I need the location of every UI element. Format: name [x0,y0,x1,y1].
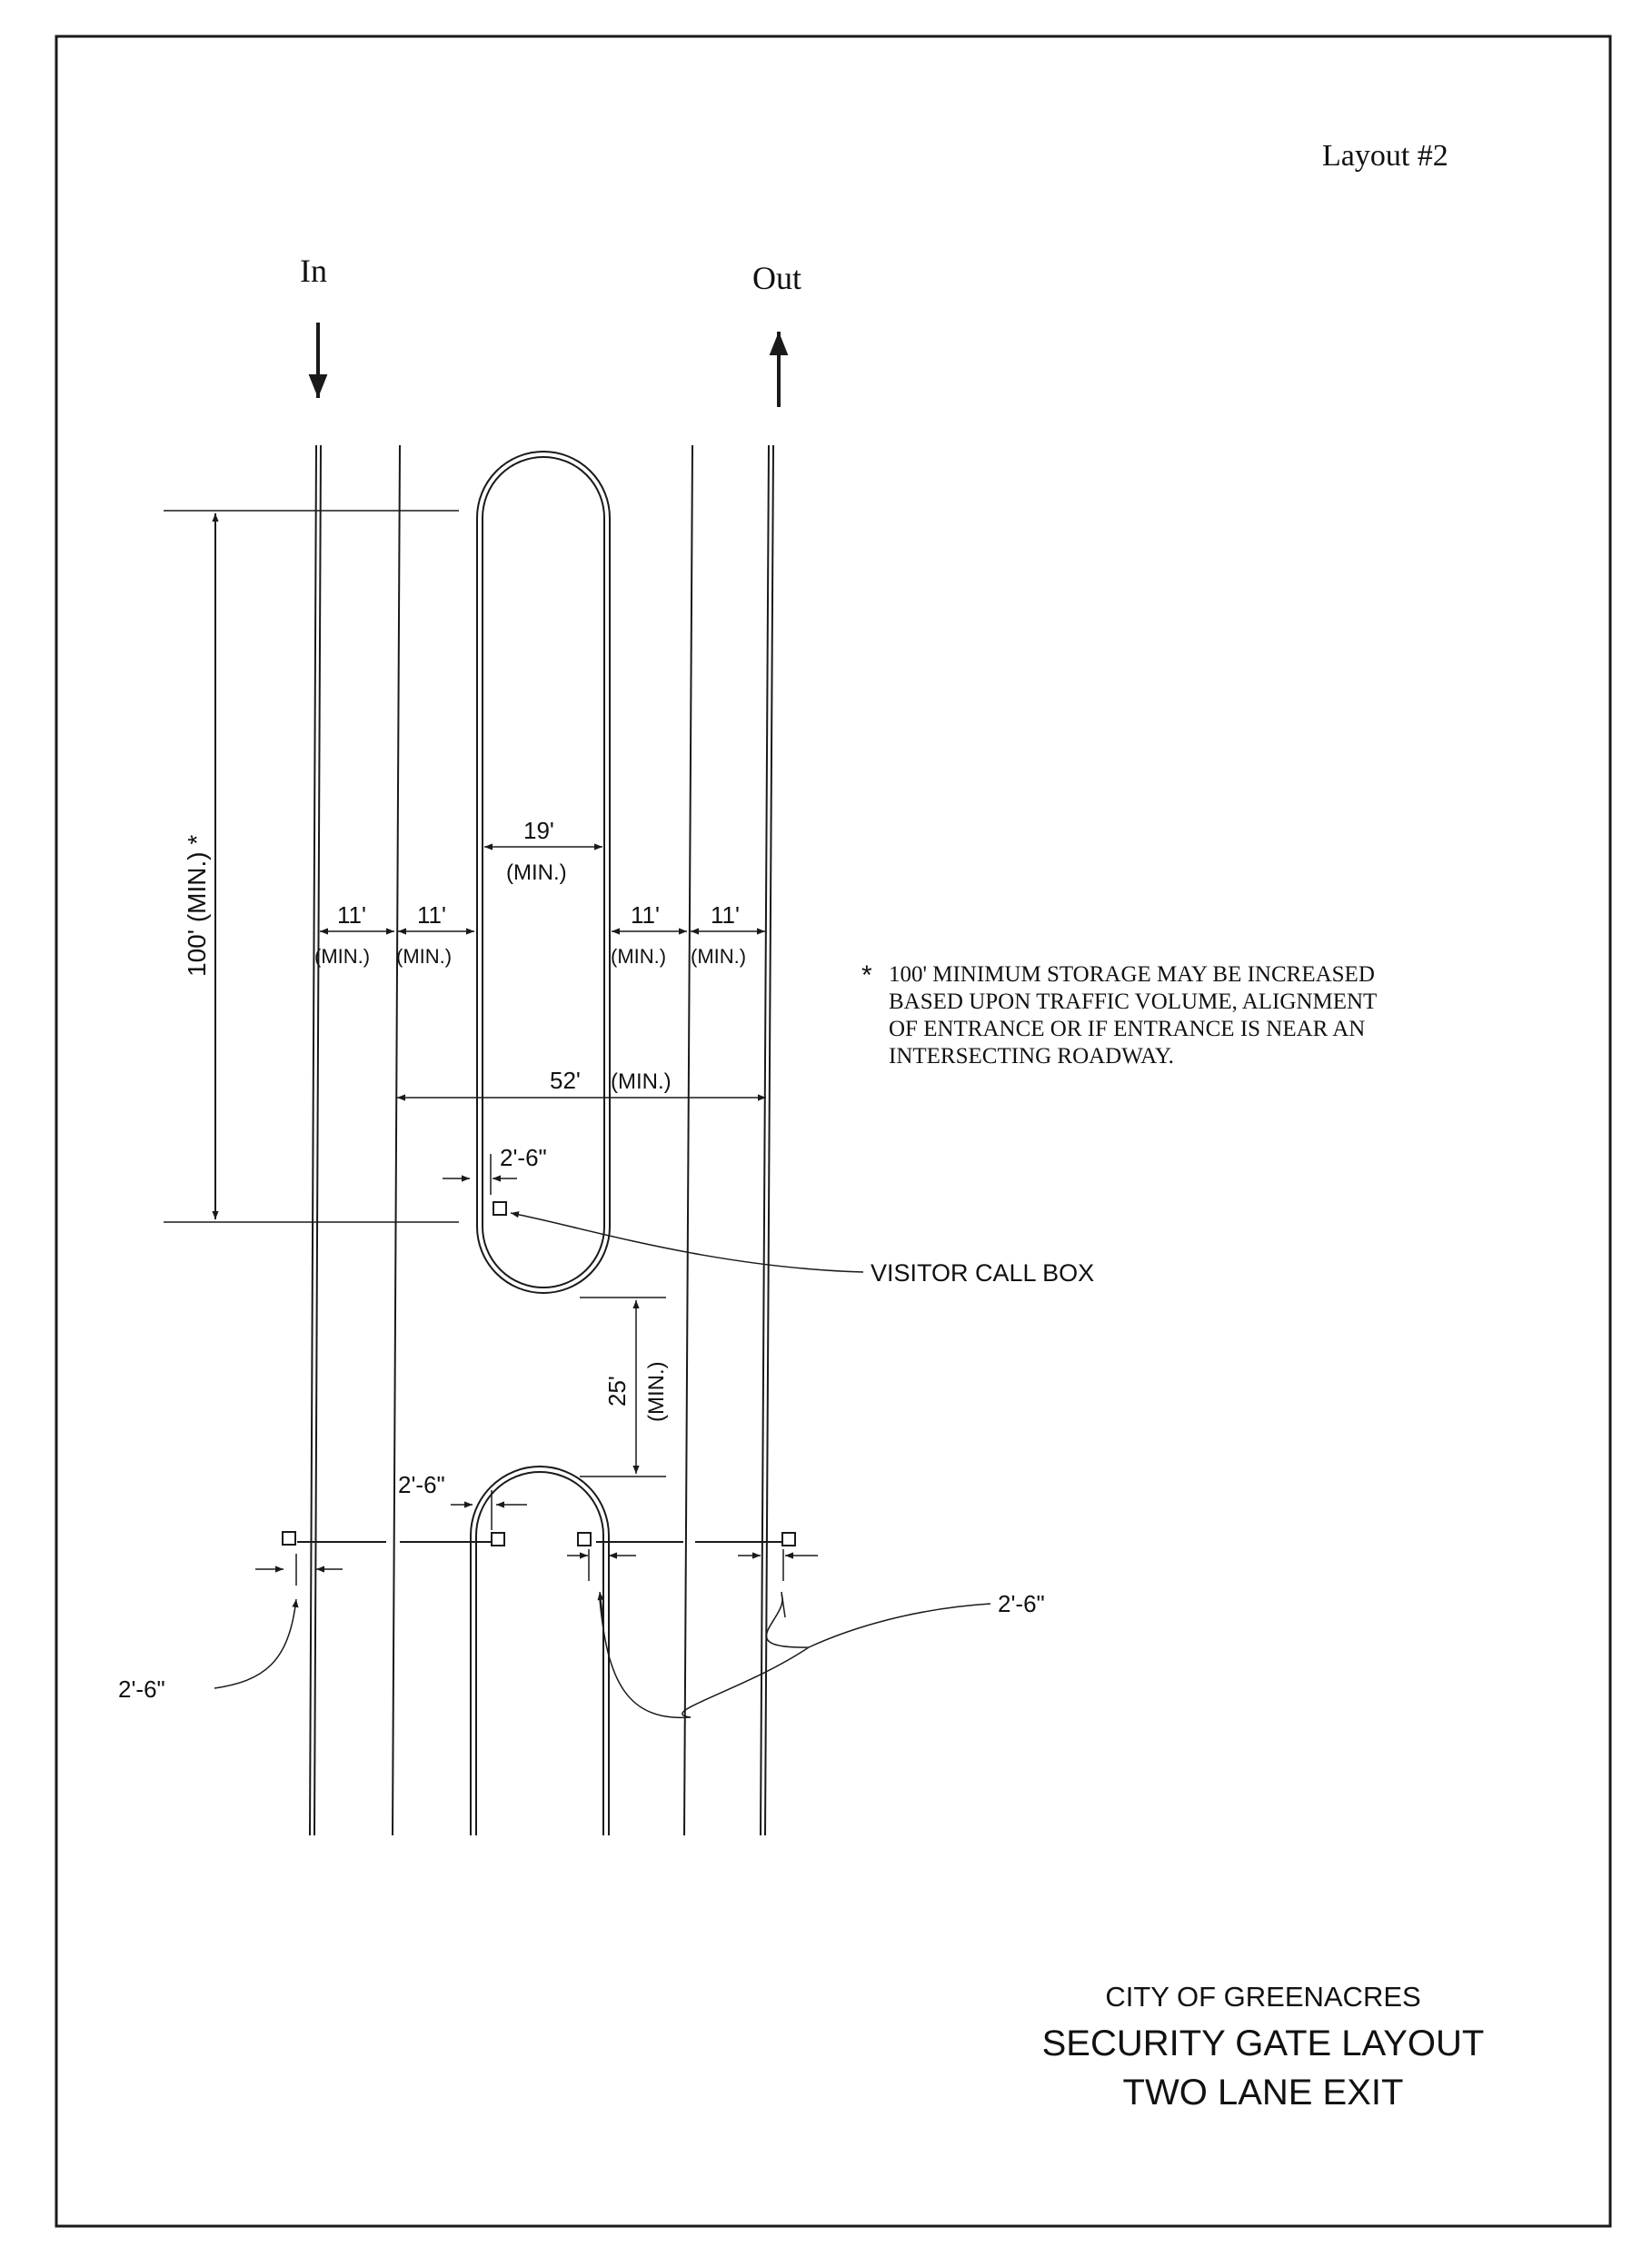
lane4-min-label: (MIN.) [691,945,746,968]
gate-offset-right-dimension [567,1549,818,1581]
visitor-call-box-icon [493,1201,507,1216]
gate-offset-right-leader [599,1594,991,1719]
gate-offset-right-label: 2'-6" [998,1590,1045,1617]
median-nose [470,1466,610,1835]
gate-post-left-icon [282,1531,296,1546]
note-line-1: 100' MINIMUM STORAGE MAY BE INCREASED [889,962,1375,987]
total-width-min-label: (MIN.) [611,1069,672,1094]
direction-in-label: In [300,253,327,289]
visitor-call-box-label: VISITOR CALL BOX [871,1259,1094,1287]
gap-length-label: 25' [603,1376,631,1407]
gate-offset-center-dimension [451,1490,527,1530]
storage-dimension [164,510,459,1223]
gate-post-center-right-icon [577,1532,592,1546]
lane2-min-label: (MIN.) [396,945,452,968]
road-right-edge [760,444,774,1836]
gate-offset-left-dimension [255,1554,343,1586]
gate-offset-center-label: 2'-6" [398,1471,445,1498]
storage-dimension-label: 100' (MIN.) * [183,835,211,977]
lane3-width-label: 11' [631,901,660,929]
layout-label: Layout #2 [1322,139,1448,173]
gap-dimension [580,1297,666,1477]
lane1-width-label: 11' [337,901,366,929]
visitor-call-box-leader [510,1211,864,1273]
callbox-offset-dimension [443,1154,517,1195]
gate-offset-left-label: 2'-6" [118,1675,165,1703]
note-line-2: BASED UPON TRAFFIC VOLUME, ALIGNMENT [889,989,1377,1014]
note-asterisk: * [861,960,872,990]
lane2-width-label: 11' [417,901,446,929]
direction-out-label: Out [752,260,801,296]
note-line-4: INTERSECTING ROADWAY. [889,1044,1174,1069]
lane3-min-label: (MIN.) [611,945,666,968]
island-width-label: 19' [523,817,554,844]
gate-offset-left-leader [214,1598,299,1689]
gate-post-center-left-icon [491,1532,505,1546]
total-width-label: 52' [550,1067,581,1094]
island-width-min-label: (MIN.) [506,860,567,885]
title-subtitle: TWO LANE EXIT [1123,2073,1404,2113]
sheet-border [55,35,1612,2228]
gate-offset-right-leader-arrows [600,1592,786,1623]
lane4-width-label: 11' [711,901,740,929]
title-main: SECURITY GATE LAYOUT [1042,2023,1485,2063]
callbox-offset-label: 2'-6" [500,1144,547,1171]
lane-line-outbound [683,444,693,1836]
gap-length-min-label: (MIN.) [644,1361,669,1422]
median-island [476,451,611,1294]
title-city: CITY OF GREENACRES [1105,1981,1420,2013]
road-left-edge [309,444,322,1836]
note-line-3: OF ENTRANCE OR IF ENTRANCE IS NEAR AN [889,1017,1365,1041]
gate-post-right-icon [781,1532,796,1546]
lane-line-inbound [392,444,401,1836]
lane1-min-label: (MIN.) [314,945,370,968]
